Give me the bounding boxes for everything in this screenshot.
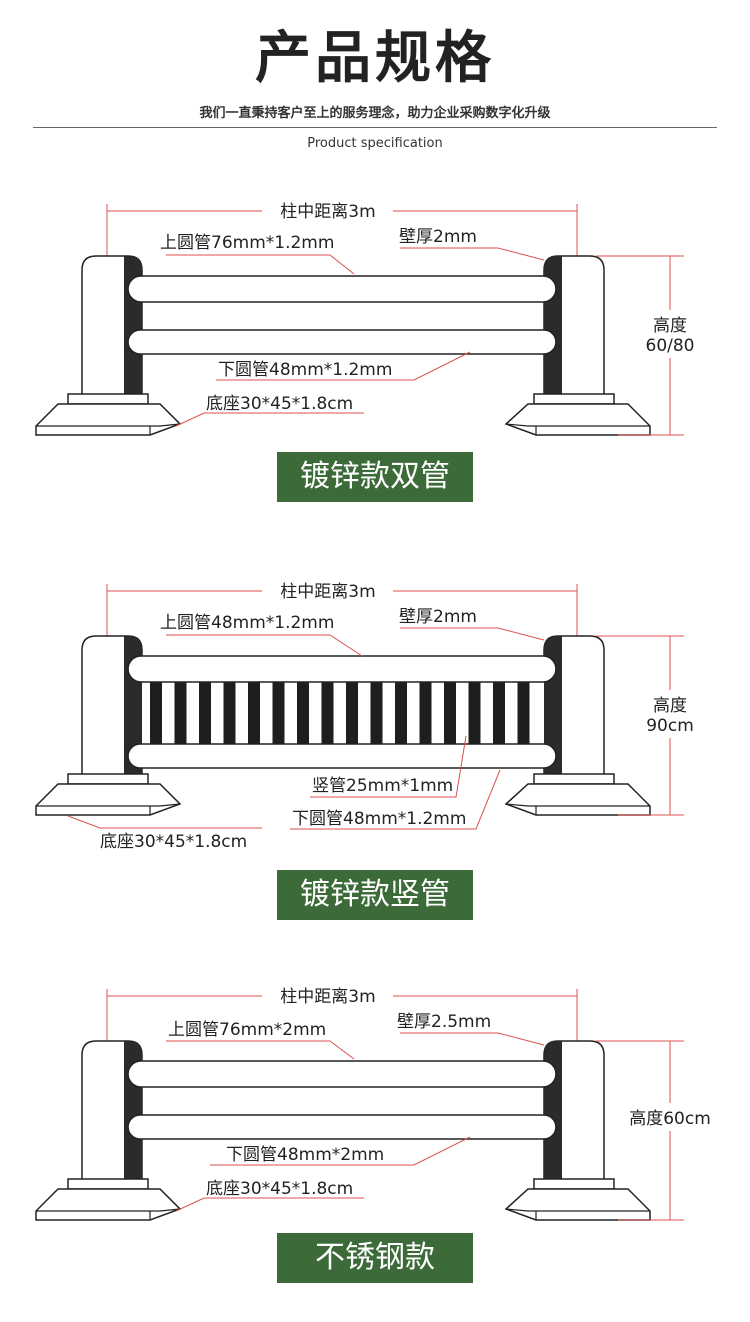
- span-label: 柱中距离3m: [280, 987, 375, 1007]
- upper-rail: [127, 1060, 557, 1088]
- model-badge-stainless: 不锈钢款: [277, 1233, 473, 1283]
- vertical-bar: [297, 680, 309, 748]
- lower-rail: [127, 1114, 557, 1140]
- fence-diagram-double-tube: 柱中距离3m 上圆管76mm*1.2mm 壁厚2mm 下圆管48mm*1.2mm…: [35, 202, 695, 436]
- right-base: [533, 1178, 615, 1190]
- vertical-bar: [395, 680, 407, 748]
- left-base: [67, 1178, 149, 1190]
- vertical-bar: [199, 680, 211, 748]
- vertical-bar: [346, 680, 358, 748]
- vertical-bar: [150, 680, 162, 748]
- span-label: 柱中距离3m: [280, 582, 375, 602]
- left-base: [67, 393, 149, 405]
- header-divider: [33, 127, 717, 128]
- upper-tube-label: 上圆管48mm*1.2mm: [160, 613, 334, 633]
- upper-tube-label: 上圆管76mm*2mm: [168, 1020, 326, 1040]
- subtitle-en: Product specification: [307, 136, 443, 151]
- vertical-bar: [444, 680, 456, 748]
- vertical-bar: [272, 680, 285, 748]
- vertical-bar: [223, 680, 236, 748]
- lower-tube-label: 下圆管48mm*2mm: [226, 1145, 384, 1165]
- wall-label: 壁厚2.5mm: [397, 1012, 491, 1032]
- model-badge-double-tube: 镀锌款双管: [277, 452, 473, 502]
- lower-tube-label: 下圆管48mm*1.2mm: [292, 809, 466, 829]
- vertical-bar: [493, 680, 505, 748]
- vertical-bar: [174, 680, 187, 748]
- vertical-bar: [370, 680, 383, 748]
- base-label: 底座30*45*1.8cm: [206, 1179, 353, 1199]
- height-label: 高度60cm: [629, 1109, 711, 1129]
- page-title: 产品规格: [255, 25, 495, 91]
- fence-diagram-stainless: 柱中距离3m 上圆管76mm*2mm 壁厚2.5mm 下圆管48mm*2mm 底…: [35, 987, 711, 1221]
- vertical-bar: [248, 680, 260, 748]
- upper-rail: [127, 655, 557, 683]
- height-label-line2: 90cm: [646, 716, 694, 736]
- left-base: [67, 773, 149, 785]
- right-base: [533, 393, 615, 405]
- lower-rail: [127, 329, 557, 355]
- model-badge-vertical-tube: 镀锌款竖管: [277, 870, 473, 920]
- base-label: 底座30*45*1.8cm: [100, 832, 247, 852]
- vertical-bar: [419, 680, 432, 748]
- upper-tube-label: 上圆管76mm*1.2mm: [160, 233, 334, 253]
- height-label-line1: 高度: [653, 316, 687, 336]
- lower-rail: [127, 743, 557, 769]
- wall-label: 壁厚2mm: [399, 227, 477, 247]
- fence-diagram-vertical-tube: 柱中距离3m 上圆管48mm*1.2mm 壁厚2mm 竖管25mm*1mm 下圆…: [35, 582, 694, 852]
- vertical-bar: [321, 680, 334, 748]
- slogan-text: 我们一直秉持客户至上的服务理念，助力企业采购数字化升级: [199, 106, 551, 121]
- upper-rail: [127, 275, 557, 303]
- span-label: 柱中距离3m: [280, 202, 375, 222]
- lower-tube-label: 下圆管48mm*1.2mm: [218, 360, 392, 380]
- wall-label: 壁厚2mm: [399, 607, 477, 627]
- vertical-bar: [517, 680, 530, 748]
- right-base: [533, 773, 615, 785]
- vertical-tube-label: 竖管25mm*1mm: [312, 776, 453, 796]
- vertical-bars: [142, 680, 544, 748]
- base-label: 底座30*45*1.8cm: [206, 394, 353, 414]
- height-label-line1: 高度: [653, 696, 687, 716]
- height-label-line2: 60/80: [646, 336, 695, 356]
- vertical-bar: [468, 680, 481, 748]
